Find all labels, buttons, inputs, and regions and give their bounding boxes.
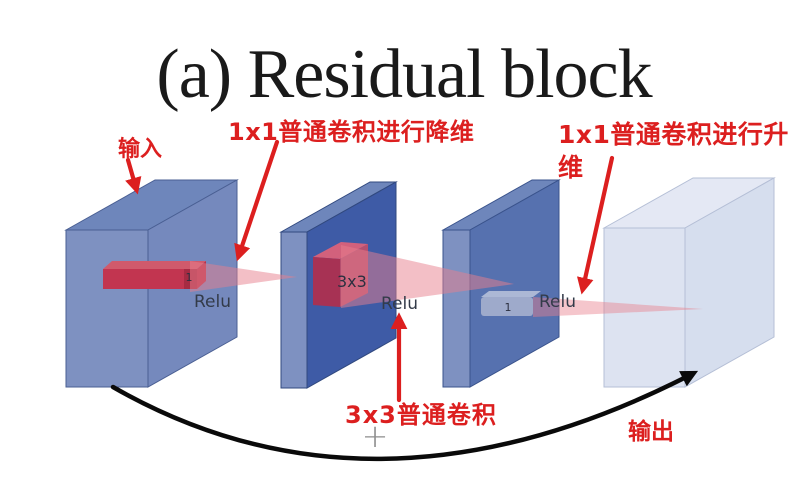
block1-front-face — [65, 229, 149, 388]
conv-beam-2 — [341, 245, 514, 308]
skip-connection-arc — [110, 370, 699, 462]
conv-beam-3 — [533, 297, 703, 317]
kernel1-label: 1 — [186, 271, 193, 284]
conv-feature-block — [441, 179, 561, 388]
page-title: (a) Residual block — [156, 36, 652, 113]
output-feature-block — [602, 177, 776, 388]
reduce-dim-label: 1x1普通卷积进行降维 — [228, 118, 474, 146]
plus-sign: + — [362, 417, 389, 455]
kernel2-label: 3x3 — [337, 272, 367, 291]
increase-dim-label-line2: 维 — [558, 153, 583, 182]
kernel1-front-face — [103, 269, 197, 289]
conv-beam-1 — [190, 261, 297, 292]
kernel3-label: 1 — [505, 301, 512, 314]
increase-dim-arrow — [576, 155, 615, 295]
kernel2-top-face — [313, 242, 368, 259]
relu-label-3: Relu — [539, 292, 576, 312]
conv3x3-label: 3x3普通卷积 — [345, 401, 497, 429]
kernel3-top-face — [481, 291, 541, 297]
input-label: 输入 — [118, 136, 162, 162]
relu-label-1: Relu — [194, 292, 231, 312]
increase-dim-label-line1: 1x1普通卷积进行升 — [558, 120, 789, 149]
block4-front-face — [603, 227, 686, 388]
relu-label-2: Relu — [381, 294, 418, 314]
input-arrow — [125, 157, 142, 195]
kernel3-body — [481, 297, 533, 316]
conv1x1-increase-kernel — [481, 291, 541, 316]
block2-front-face — [280, 231, 308, 389]
kernel2-front-face — [313, 257, 340, 307]
block3-front-face — [442, 229, 471, 388]
kernel1-top-face — [103, 261, 206, 269]
output-label: 输出 — [628, 418, 674, 445]
reduce-dim-arrow — [234, 139, 280, 262]
